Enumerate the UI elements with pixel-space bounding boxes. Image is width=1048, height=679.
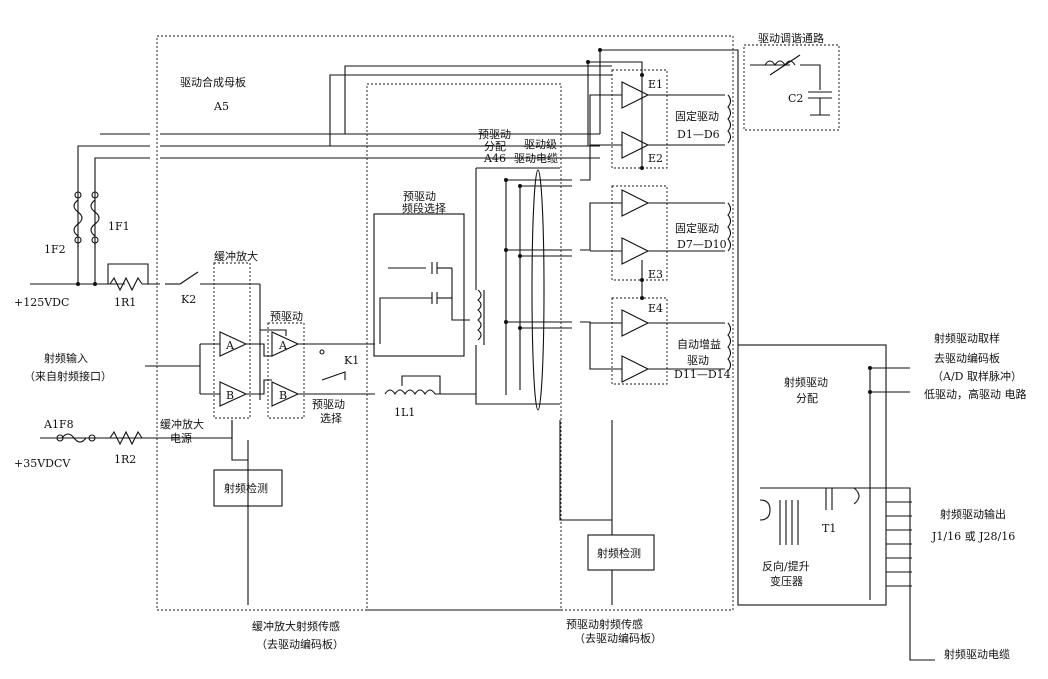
predrive-amp-a <box>271 331 300 357</box>
fixed-drive-2-boundary <box>611 185 668 281</box>
buffer-amp-rf-sense-label: 缓冲放大射频传感 <box>252 619 340 633</box>
plus-35vdcv-label: +35VDCV <box>14 457 71 470</box>
buffer-amp-label: 缓冲放大 <box>214 249 258 263</box>
rf-detect-box-2 <box>587 534 655 571</box>
drive-stage-cable-label: 驱动级 <box>524 138 557 151</box>
drive-stage-cable-label-2: 驱动电缆 <box>514 152 558 165</box>
buffer-amp-power-label-2: 电源 <box>170 431 192 445</box>
a1f8-label: A1F8 <box>43 418 74 431</box>
predrive-rf-sense-label: 预驱动射频传感 <box>566 617 643 631</box>
reverse-boost-transformer-label-2: 变压器 <box>770 574 803 588</box>
plus-125vdc-label: +125VDC <box>14 296 69 309</box>
l1-label: 1L1 <box>394 406 415 419</box>
predrive-distribution-label: 预驱动 <box>478 128 511 141</box>
rf-drive-output-label: 射频驱动输出 <box>940 507 1006 521</box>
t1-label: T1 <box>822 522 836 535</box>
r2-label: 1R2 <box>114 453 136 466</box>
bus-line-2 <box>94 157 150 248</box>
k2-label: K2 <box>181 293 196 306</box>
r1-label: 1R1 <box>114 296 136 309</box>
predrive-band-select-label-2: 频段选择 <box>402 201 446 215</box>
e2-label: E2 <box>648 152 663 165</box>
rf-input-label: 射频输入 <box>44 351 88 365</box>
buffer-amp-a <box>219 331 248 357</box>
d1-d6-label: D1—D6 <box>677 128 720 141</box>
c2-label: C2 <box>788 92 803 105</box>
j-ports-label: J1/16 或 J28/16 <box>931 530 1015 543</box>
low-high-drive-circuit-label: 低驱动，高驱动 电路 <box>924 387 1027 401</box>
amp-a2-label: A <box>278 339 288 352</box>
rf-detect-label-2: 射频检测 <box>597 546 641 560</box>
buffer-amp-boundary <box>213 262 251 419</box>
a5-label: A5 <box>213 100 229 113</box>
predrive-band-select-box <box>373 213 465 357</box>
reverse-boost-transformer-label: 反向/提升 <box>762 559 810 573</box>
to-drive-encoder-label-1: （去驱动编码板） <box>256 637 344 651</box>
from-rf-port-label: （来自射频接口） <box>24 369 112 383</box>
auto-gain-drive-boundary <box>611 297 668 385</box>
predrive-board-boundary <box>366 83 562 611</box>
rf-detect-label-1: 射频检测 <box>224 481 268 495</box>
buffer-amp-power-label: 缓冲放大 <box>160 417 204 431</box>
predrive-amp-boundary <box>267 322 305 419</box>
drive-tuning-path-boundary <box>743 44 840 131</box>
fixed-drive-2-label: 固定驱动 <box>675 221 719 235</box>
bus-line-1 <box>77 145 150 248</box>
k1-label: K1 <box>344 354 359 367</box>
predrive-select-label: 预驱动 <box>312 398 345 411</box>
predrive-label: 预驱动 <box>270 310 303 323</box>
drive-tuning-path-label: 驱动调谐通路 <box>758 31 824 45</box>
rf-drive-distribution-label-2: 分配 <box>796 392 818 405</box>
rf-drive-cable-label: 射频驱动电缆 <box>944 647 1010 661</box>
predrive-select-label-2: 选择 <box>320 411 342 425</box>
fixed-drive-1-label: 固定驱动 <box>675 109 719 123</box>
predrive-amp-b <box>271 381 300 407</box>
amp-b2-label: B <box>279 389 287 402</box>
e4-label: E4 <box>648 302 663 315</box>
rf-drive-sample-label: 射频驱动取样 <box>934 331 1000 345</box>
predrive-distribution-label-2: 分配 <box>484 140 506 153</box>
fuse-1f1-label: 1F1 <box>108 220 130 233</box>
d11-d14-label: D11—D14 <box>674 368 731 381</box>
rf-drive-distribution-label: 射频驱动 <box>784 375 828 389</box>
d7-d10-label: D7—D10 <box>677 238 727 251</box>
auto-gain-drive-label-2: 驱动 <box>687 354 709 367</box>
to-drive-encoder-board-label: 去驱动编码板 <box>934 351 1000 365</box>
to-drive-encoder-label-2: （去驱动编码板） <box>574 631 662 645</box>
drive-combiner-board-label: 驱动合成母板 <box>180 75 246 89</box>
predrive-band-select-label: 预驱动 <box>403 190 436 203</box>
fuse-1f2-label: 1F2 <box>44 243 66 256</box>
e1-label: E1 <box>648 78 663 91</box>
a46-label: A46 <box>483 152 506 165</box>
buffer-amp-b <box>219 381 248 407</box>
auto-gain-drive-label: 自动增益 <box>677 337 721 351</box>
fixed-drive-1-boundary <box>611 69 668 169</box>
ad-sample-pulse-label: （A/D 取样脉冲） <box>932 369 1022 383</box>
amp-a1-label: A <box>225 339 235 352</box>
e3-label: E3 <box>648 268 663 281</box>
amp-b1-label: B <box>226 389 234 402</box>
rf-drive-distribution-box <box>737 344 887 606</box>
